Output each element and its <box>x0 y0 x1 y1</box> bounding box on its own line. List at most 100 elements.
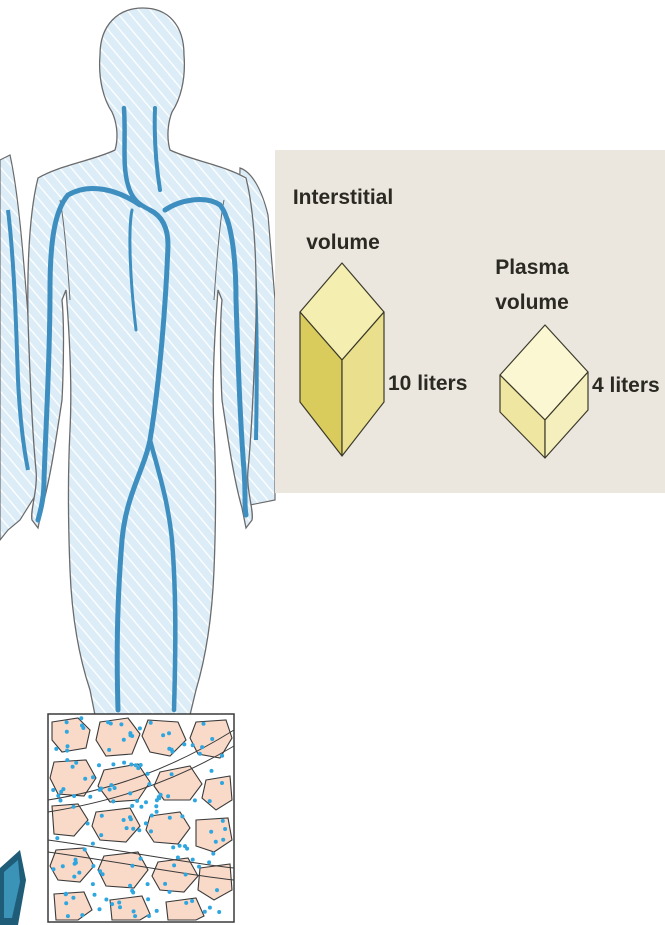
fluid-dot <box>208 799 212 803</box>
fluid-dot <box>64 901 68 905</box>
fluid-dot <box>178 844 182 848</box>
fluid-dot <box>166 794 170 798</box>
fluid-dot <box>59 799 63 803</box>
fluid-dot <box>65 758 69 762</box>
fluid-dot <box>149 721 153 725</box>
fluid-dot <box>146 897 150 901</box>
fluid-dot <box>80 913 84 917</box>
fluid-dot <box>88 795 92 799</box>
fluid-dot <box>133 914 137 918</box>
fluid-dot <box>79 716 83 720</box>
fluid-dot <box>183 844 187 848</box>
fluid-dot <box>122 738 126 742</box>
fluid-dot <box>155 909 159 913</box>
fluid-dot <box>122 761 126 765</box>
fluid-dot <box>83 848 87 852</box>
fluid-dot <box>163 882 167 886</box>
fluid-dot <box>155 810 159 814</box>
fluid-dot <box>182 742 186 746</box>
fluid-dot <box>217 910 221 914</box>
fluid-dot <box>146 772 150 776</box>
tissue-block <box>48 714 234 922</box>
fluid-dot <box>74 858 78 862</box>
fluid-dot <box>197 865 201 869</box>
fluid-dot <box>77 871 81 875</box>
fluid-dot <box>144 821 148 825</box>
fluid-dot <box>172 863 176 867</box>
fluid-dot <box>113 786 117 790</box>
fluid-dot <box>210 769 214 773</box>
fluid-dot <box>137 828 141 832</box>
fluid-dot <box>167 731 171 735</box>
fluid-dot <box>208 906 212 910</box>
fluid-dot <box>109 722 113 726</box>
fluid-dot <box>202 722 206 726</box>
fluid-dot <box>159 793 163 797</box>
fluid-dot <box>66 744 70 748</box>
fluid-dot <box>91 775 95 779</box>
fluid-dot <box>193 798 197 802</box>
fluid-dot <box>220 754 224 758</box>
fluid-dot <box>203 910 207 914</box>
fluid-dot <box>171 750 175 754</box>
fluid-dot <box>64 892 68 896</box>
fluid-dot <box>55 836 59 840</box>
fluid-dot <box>129 763 133 767</box>
fluid-dot <box>200 745 204 749</box>
fluid-dot <box>91 864 95 868</box>
fluid-dot <box>180 814 184 818</box>
fluid-dot <box>97 763 101 767</box>
fluid-dot <box>100 814 104 818</box>
interstitial-title-line2: volume <box>306 231 380 254</box>
fluid-dot <box>118 905 122 909</box>
fluid-dot <box>198 752 202 756</box>
fluid-dot <box>61 864 65 868</box>
fluid-dot <box>91 842 95 846</box>
fluid-dot <box>91 882 95 886</box>
fluid-dot <box>54 747 58 751</box>
fluid-dot <box>51 788 55 792</box>
fluid-dot <box>71 765 75 769</box>
fluid-dot <box>167 747 171 751</box>
plasma-title-line2: volume <box>495 291 569 314</box>
fluid-dot <box>207 860 211 864</box>
fluid-dot <box>147 914 151 918</box>
fluid-dot <box>210 737 214 741</box>
interstitial-amount: 10 liters <box>388 372 467 395</box>
fluid-dot <box>83 777 87 781</box>
fluid-dot <box>119 722 123 726</box>
fluid-dot <box>74 761 78 765</box>
fluid-dot <box>170 772 174 776</box>
fluid-dot <box>107 748 111 752</box>
fluid-dot <box>139 857 143 861</box>
fluid-dot <box>98 869 102 873</box>
fluid-dot <box>99 833 103 837</box>
plasma-title-line1: Plasma <box>495 256 569 279</box>
fluid-dot <box>184 873 188 877</box>
fluid-dot <box>138 726 142 730</box>
fluid-dot <box>130 889 134 893</box>
volumes-panel: Interstitial volume 10 liters Plasma vol… <box>275 150 665 493</box>
fluid-dot <box>190 899 194 903</box>
interstitial-title-line1: Interstitial <box>293 186 393 209</box>
fluid-dot <box>168 816 172 820</box>
fluid-dot <box>66 914 70 918</box>
fluid-dot <box>108 788 112 792</box>
fluid-dot <box>72 805 76 809</box>
fluid-dot <box>72 794 76 798</box>
fluid-dot <box>111 762 115 766</box>
fluid-dot <box>146 882 150 886</box>
fluid-dot <box>149 829 153 833</box>
fluid-dot <box>136 766 140 770</box>
fluid-dot <box>65 730 69 734</box>
fluid-dot <box>131 827 135 831</box>
fluid-dot <box>211 852 215 856</box>
fluid-dot <box>130 804 134 808</box>
fluid-dot <box>129 733 133 737</box>
fluid-dot <box>130 864 134 868</box>
fluid-dot <box>109 783 113 787</box>
fluid-dot <box>71 896 75 900</box>
fluid-dot <box>221 819 225 823</box>
fluid-dot <box>147 782 151 786</box>
